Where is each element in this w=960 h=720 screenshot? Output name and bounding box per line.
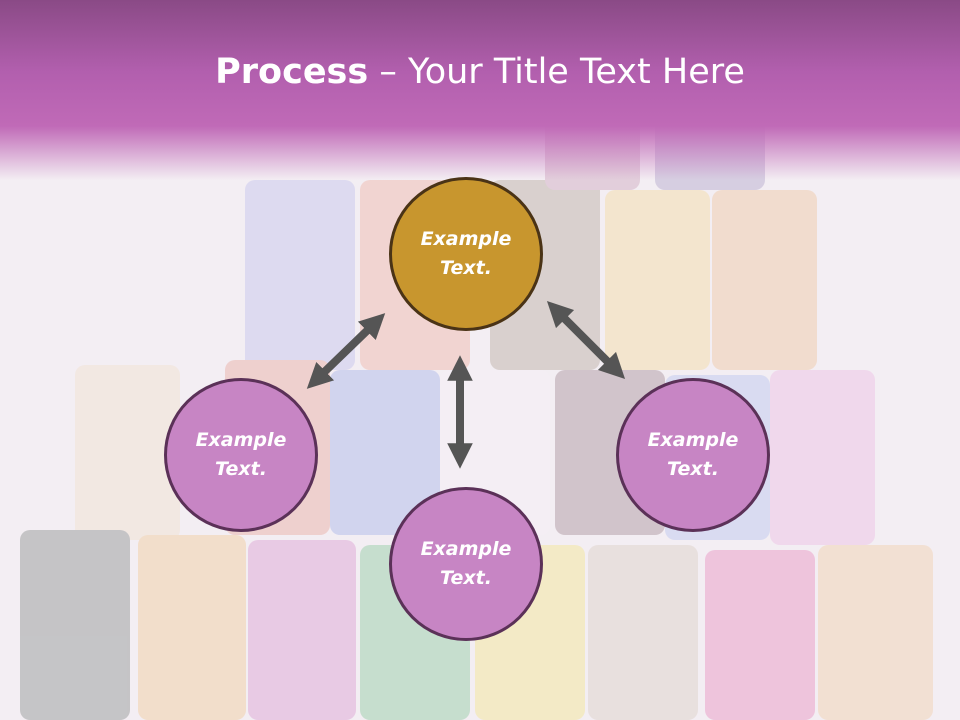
title-bold: Process — [215, 52, 369, 92]
title-separator: – — [368, 52, 408, 92]
arrow-top-right — [546, 300, 626, 380]
title-banner — [0, 0, 960, 180]
node-left-line1: Example — [195, 429, 287, 451]
node-right-line1: Example — [647, 429, 739, 451]
node-bottom-line2: Text. — [440, 567, 492, 589]
node-bottom-line1: Example — [420, 538, 512, 560]
node-right-line2: Text. — [667, 458, 719, 480]
node-top-line2: Text. — [440, 257, 492, 279]
node-left-line2: Text. — [215, 458, 267, 480]
node-top-line1: Example — [420, 228, 512, 250]
slide-title: Process – Your Title Text Here — [0, 52, 960, 92]
arrow-top-left — [306, 313, 386, 389]
title-rest: Your Title Text Here — [407, 52, 745, 92]
